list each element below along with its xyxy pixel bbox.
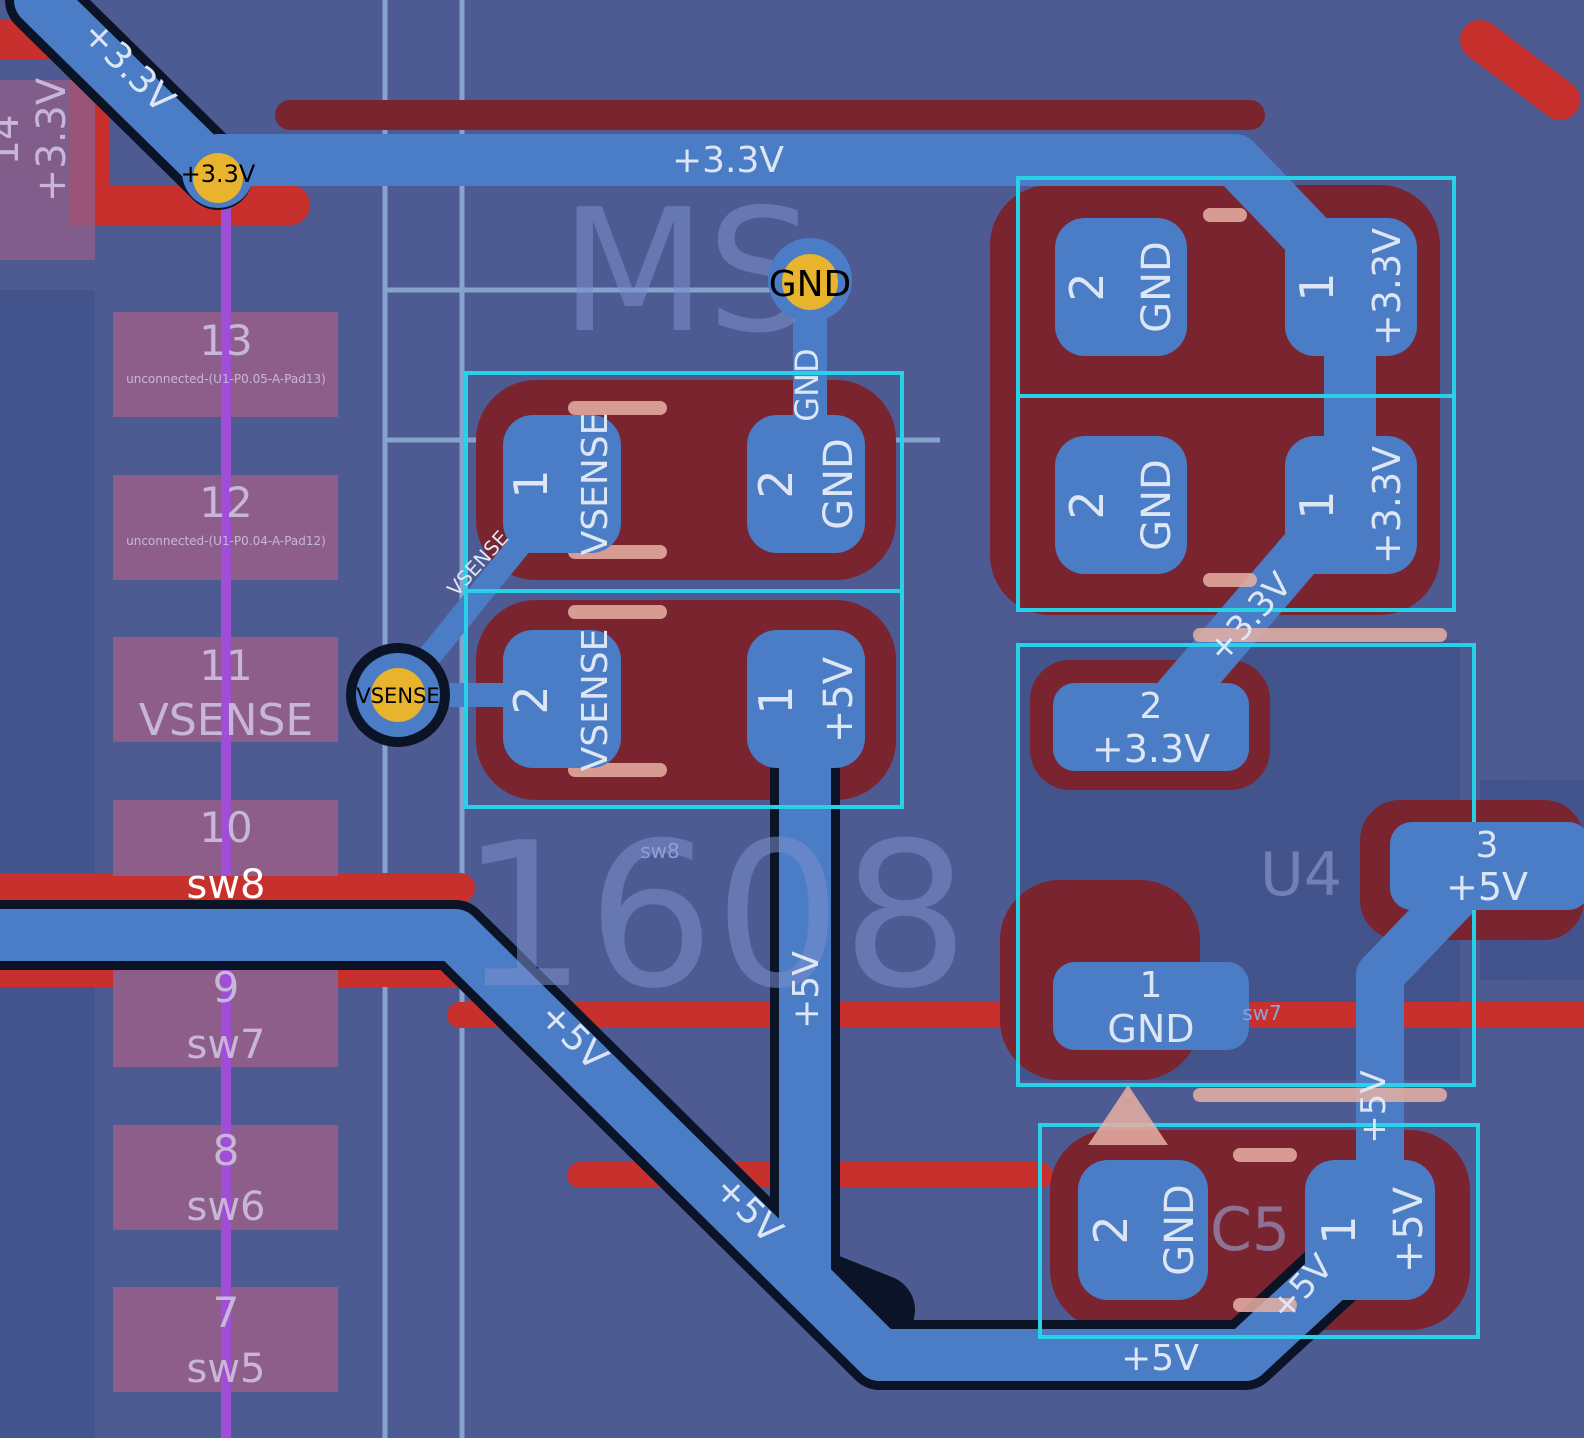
u4-pad-2[interactable] (1053, 683, 1249, 771)
c5-pad-2-num: 2 (1084, 1215, 1138, 1244)
track-5v-right-label: +5V (1354, 1070, 1394, 1143)
header-pin14-num: 14 (0, 115, 28, 166)
track-5v-bottom-label: +5V (1121, 1338, 1199, 1379)
vias (182, 136, 852, 747)
header-pin9-label: sw7 (186, 1022, 265, 1068)
header-pin8-label: sw6 (186, 1184, 265, 1230)
u4-pad-3[interactable] (1390, 822, 1584, 910)
sw7-small-label: sw7 (1242, 1001, 1282, 1025)
pin-header (0, 80, 338, 1438)
c-mid-right-pad-2-net: GND (1134, 459, 1180, 551)
c-mid-right-pad-1-net: +3.3V (1365, 446, 1409, 564)
r-top-left-pad-1[interactable] (503, 415, 621, 553)
u4-pad-2-num: 2 (1140, 686, 1163, 727)
r-top-left-pad-1-net: VSENSE (575, 413, 616, 556)
c5-ref-label: C5 (1210, 1195, 1290, 1265)
r-top-left-pad-1-num: 1 (504, 469, 558, 498)
r-bot-left-pad-1-net: +5V (816, 656, 862, 743)
pin1-marker (1088, 1085, 1168, 1145)
u4-pad-1[interactable] (1053, 962, 1249, 1050)
c-mid-right-pad-2-num: 2 (1060, 490, 1114, 519)
track-5v-vert-label: +5V (786, 951, 827, 1029)
header-pin13-num: 13 (199, 316, 252, 365)
r-bot-left-pad-2-net: VSENSE (575, 629, 616, 772)
header-pin11-label: VSENSE (139, 695, 313, 746)
big-1608-text: 1608 (460, 800, 969, 1033)
header-pin11-num: 11 (199, 641, 252, 690)
courtyards (464, 176, 1480, 1339)
via-3v3-label: +3.3V (181, 160, 256, 188)
u4-pad-1-num: 1 (1140, 965, 1163, 1006)
u4-pad-1-net: GND (1107, 1007, 1194, 1051)
u4-pad-3-num: 3 (1476, 825, 1499, 866)
u4-pad-2-net: +3.3V (1092, 727, 1210, 771)
via-vsense-label: VSENSE (356, 684, 439, 708)
c5-pad-1-num: 1 (1312, 1215, 1366, 1244)
via-vsense[interactable] (371, 668, 425, 722)
via-gnd[interactable] (782, 254, 838, 310)
r-bot-left-pad-2-num: 2 (504, 685, 558, 714)
header-pin14-label: +3.3V (29, 77, 75, 202)
header-pin13-label: unconnected-(U1-P0.05-A-Pad13) (126, 372, 326, 386)
c5-pad-2[interactable] (1078, 1160, 1208, 1300)
r-bot-left-pad-2[interactable] (503, 630, 621, 768)
r-top-left-pad-2[interactable] (747, 415, 865, 553)
via-3v3[interactable] (193, 153, 243, 203)
header-pin8-num: 8 (213, 1126, 240, 1175)
c-top-right-pad-1[interactable] (1285, 218, 1417, 356)
header-pin7-label: sw5 (186, 1346, 265, 1392)
c5-pad-1-net: +5V (1386, 1186, 1432, 1273)
r-top-left-pad-2-net: GND (816, 438, 862, 530)
c-top-right-pad-1-num: 1 (1290, 272, 1344, 301)
r-top-left-pad-2-num: 2 (749, 469, 803, 498)
pads (503, 218, 1584, 1300)
header-pin12-label: unconnected-(U1-P0.04-A-Pad12) (126, 534, 326, 548)
back-silk-text: 1608 MS U4 (460, 173, 1342, 1033)
c-mid-right-pad-1-num: 1 (1290, 490, 1344, 519)
c-mid-right-pad-1[interactable] (1285, 436, 1417, 574)
header-pin12-num: 12 (199, 478, 252, 527)
r-bot-left-pad-1-num: 1 (749, 685, 803, 714)
c5-pad-2-net: GND (1157, 1184, 1203, 1276)
c-top-right-pad-1-net: +3.3V (1365, 228, 1409, 346)
header-pin10-num: 10 (199, 803, 252, 852)
u4-pad-3-net: +5V (1446, 865, 1528, 909)
u4-ref: U4 (1260, 840, 1342, 910)
silkscreen (568, 208, 1447, 1312)
c-top-right-pad-2[interactable] (1055, 218, 1187, 356)
header-pin10-label: sw8 (186, 862, 265, 908)
track-gnd-vert-label: GND (788, 348, 826, 421)
c-top-right-pad-2-num: 2 (1060, 272, 1114, 301)
track-3v3-top-label: +3.3V (672, 140, 784, 181)
header-pin7-num: 7 (213, 1288, 240, 1337)
header-pin9-num: 9 (213, 963, 240, 1012)
sw8-small-label: sw8 (640, 839, 680, 863)
c5-pad-1[interactable] (1305, 1160, 1435, 1300)
c-mid-right-pad-2[interactable] (1055, 436, 1187, 574)
r-bot-left-pad-1[interactable] (747, 630, 865, 768)
c-top-right-pad-2-net: GND (1134, 241, 1180, 333)
via-gnd-label: GND (769, 264, 852, 305)
